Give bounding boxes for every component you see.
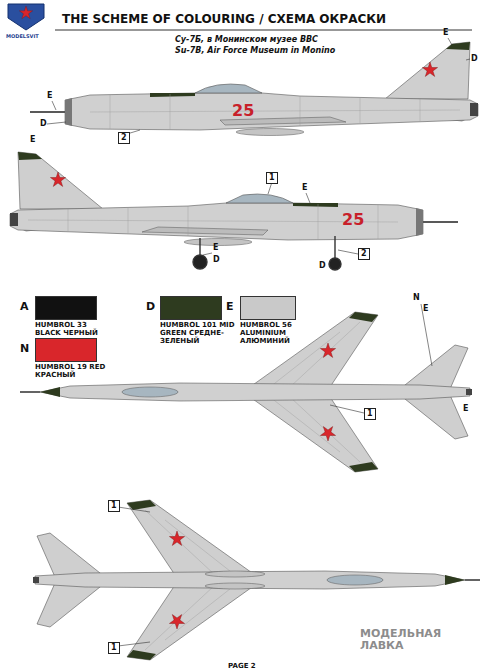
legend-swatch [35,338,97,362]
callout-number: 1 [108,642,120,654]
legend-swatch [240,296,296,320]
callout-number: 1 [266,172,278,184]
paint-letter: D [146,301,155,312]
callout-number: 2 [358,248,370,260]
paint-letter: A [20,301,29,312]
brand-logo: MODELSVIT [6,33,39,39]
landing-gear [193,236,341,270]
legend-text: HUMBROL 19 RED КРАСНЫЙ [35,363,113,379]
paint-letter: E [226,301,234,312]
paint-callout: E [463,405,468,413]
side-view-mirrored [10,152,458,246]
subtitle: Су-7Б, в Монинском музее ВВС [175,36,318,45]
paint-callout: N [413,294,420,302]
side-view [30,42,478,136]
paint-callout: D [471,55,478,63]
paint-callout: D [213,256,220,264]
legend-text: HUMBROL 56 ALUMINIUM АЛЮМИНИЙ [240,321,300,345]
bottom-view [33,500,480,660]
aircraft-number: 25 [232,103,254,119]
aircraft-number: 25 [342,212,364,228]
paint-callout: E [423,305,428,313]
paint-callout: E [30,136,35,144]
page-number: PAGE 2 [228,662,256,670]
watermark: МОДЕЛЬНАЯ ЛАВКА [360,628,470,652]
legend-swatch [160,296,222,320]
title: THE SCHEME OF COLOURING / СХЕМА ОКРАСКИ [62,12,386,26]
paint-callout: E [47,92,52,100]
legend-text: HUMBROL 101 MID GREEN СРЕДНЕ-ЗЕЛЕНЫЙ [160,321,238,345]
legend-swatch [35,296,97,320]
paint-callout: E [443,29,448,37]
logo-shield [8,4,44,30]
paint-letter: N [20,343,29,354]
plan-view [20,312,472,472]
title-rule [55,30,472,31]
legend-text: HUMBROL 33 BLACK ЧЕРНЫЙ [35,321,113,337]
callout-number: 2 [118,132,130,144]
paint-callout: E [302,184,307,192]
callout-number: 1 [364,408,376,420]
leader-lines [47,38,470,646]
callout-number: 1 [108,500,120,512]
paint-callout: E [213,244,218,252]
paint-callout: D [319,262,326,270]
paint-callout: D [40,120,47,128]
subtitle: Su-7B, Air Force Museum in Monino [175,47,335,56]
